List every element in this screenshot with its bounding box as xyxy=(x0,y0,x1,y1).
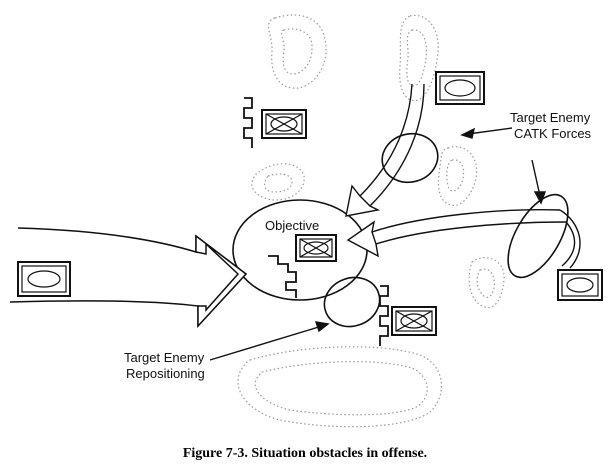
obstacle-symbols xyxy=(243,97,389,346)
catk-leader-to-oval xyxy=(531,159,541,197)
terrain-contour-top xyxy=(268,14,327,89)
unit-symbols xyxy=(17,71,603,336)
obstacle-symbol-upper xyxy=(243,97,253,148)
catk-arrow-upper xyxy=(359,83,413,197)
obstacle-oval-bottom xyxy=(323,276,381,328)
objective-label: Objective xyxy=(265,218,320,233)
terrain-contour-right-mid-inner xyxy=(446,159,465,192)
catk-label-line2: CATK Forces xyxy=(514,126,592,141)
terrain-contour-mid-inner xyxy=(264,173,293,193)
figure-caption: Figure 7-3. Situation obstacles in offen… xyxy=(182,446,428,461)
obstacle-oval-right xyxy=(507,193,569,279)
friendly-axis-arrowhead xyxy=(195,234,248,328)
terrain-contour-far-right-inner xyxy=(476,268,495,298)
friendly-axis-arrow xyxy=(9,227,248,328)
repo-leader xyxy=(209,325,323,361)
unit-symbol-objective xyxy=(295,234,337,262)
unit-symbol-lower xyxy=(391,306,437,336)
unit-symbol-upper-center xyxy=(261,109,307,139)
terrain-contour-mid xyxy=(251,163,305,201)
repo-label-line1: Target Enemy xyxy=(124,350,205,365)
catk-arrow-right-tail xyxy=(559,209,581,269)
catk-leader-to-arrow xyxy=(467,127,513,135)
label-leaders xyxy=(209,127,546,361)
unit-symbol-friendly-left xyxy=(17,261,71,297)
terrain-contour-right-top-inner xyxy=(406,29,428,87)
repo-label-line2: Repositioning xyxy=(126,366,205,381)
obstacle-symbol-lower xyxy=(379,285,389,346)
terrain-contour-bottom-inner xyxy=(254,361,428,416)
terrain-contour-right-mid xyxy=(437,146,478,206)
terrain-contour-far-right xyxy=(468,257,505,309)
enemy-catk-arrows xyxy=(345,83,581,269)
catk-label-line1: Target Enemy xyxy=(510,110,591,125)
obstacle-symbol-objective xyxy=(268,255,297,298)
terrain-contours xyxy=(237,14,505,428)
unit-symbol-enemy-top xyxy=(435,71,485,105)
terrain-contour-top-inner xyxy=(281,28,313,75)
catk-arrow-right-head xyxy=(346,220,379,258)
catk-arrow-right xyxy=(371,209,561,233)
terrain-contour-right-top xyxy=(399,14,439,102)
terrain-contour-bottom xyxy=(237,346,443,428)
catk-arrow-upper-head xyxy=(345,184,381,217)
unit-symbol-enemy-right xyxy=(557,269,603,301)
obstacle-oval-top xyxy=(381,132,439,184)
